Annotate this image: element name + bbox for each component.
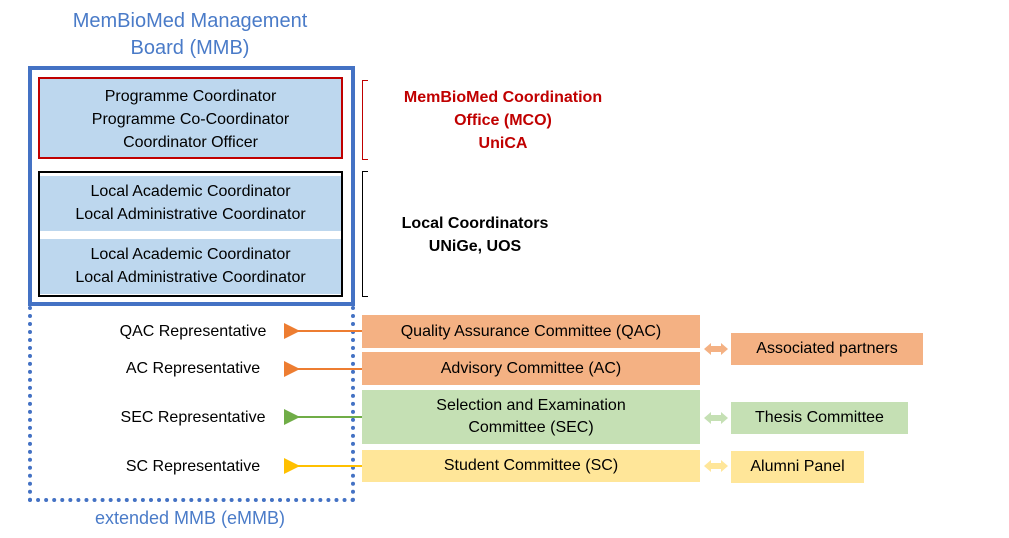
local-label-line1: Local Coordinators [401, 215, 549, 232]
associated-partners: Associated partners [731, 333, 923, 365]
qac-committee: Quality Assurance Committee (QAC) [362, 315, 700, 348]
local-coordinators-label: Local Coordinators UNiGe, UOS [378, 212, 572, 258]
local-administrative-coordinator: Local Administrative Coordinator [75, 206, 306, 223]
sec-committee: Selection and Examination Committee (SEC… [362, 390, 700, 444]
local-bracket [362, 171, 368, 297]
alumni-panel: Alumni Panel [731, 451, 864, 483]
local-coordinators-box: Local Academic Coordinator Local Adminis… [38, 171, 343, 297]
mco-label-line1: MemBioMed Coordination [403, 89, 603, 106]
emmb-title: extended MMB (eMMB) [94, 508, 286, 528]
coordinator-officer: Coordinator Officer [123, 134, 258, 151]
sc-committee: Student Committee (SC) [362, 450, 700, 482]
mco-bracket [362, 80, 368, 160]
mmb-title-line2: Board (MMB) [130, 37, 250, 59]
local-coordinator-group-1: Local Academic Coordinator Local Adminis… [40, 176, 341, 231]
coordination-office-box: Programme Coordinator Programme Co-Coord… [38, 77, 343, 159]
programme-coordinator: Programme Coordinator [104, 88, 277, 105]
sc-representative: SC Representative [125, 458, 261, 475]
associated-double-arrow [704, 343, 728, 355]
local-label-line2: UNiGe, UOS [428, 238, 522, 255]
mmb-title-line1: MemBioMed Management [72, 10, 308, 32]
sec-committee-line1: Selection and Examination [436, 397, 626, 414]
mco-label-line3: UniCA [478, 135, 528, 152]
ac-committee: Advisory Committee (AC) [362, 352, 700, 385]
qac-representative: QAC Representative [119, 323, 267, 340]
local-administrative-coordinator: Local Administrative Coordinator [75, 269, 306, 286]
mmb-boundary [28, 66, 355, 306]
sec-representative: SEC Representative [120, 409, 266, 426]
local-academic-coordinator: Local Academic Coordinator [90, 246, 291, 263]
thesis-committee: Thesis Committee [731, 402, 908, 434]
mco-label: MemBioMed Coordination Office (MCO) UniC… [378, 86, 628, 155]
local-coordinator-group-2: Local Academic Coordinator Local Adminis… [40, 239, 341, 294]
local-academic-coordinator: Local Academic Coordinator [90, 183, 291, 200]
programme-co-coordinator: Programme Co-Coordinator [91, 111, 290, 128]
mmb-title: MemBioMed Management Board (MMB) [20, 8, 360, 62]
ac-representative: AC Representative [125, 360, 261, 377]
mco-label-line2: Office (MCO) [454, 112, 552, 129]
sec-committee-line2: Committee (SEC) [468, 419, 594, 436]
thesis-double-arrow [704, 412, 728, 424]
alumni-double-arrow [704, 460, 728, 472]
emmb-boundary [28, 306, 355, 502]
